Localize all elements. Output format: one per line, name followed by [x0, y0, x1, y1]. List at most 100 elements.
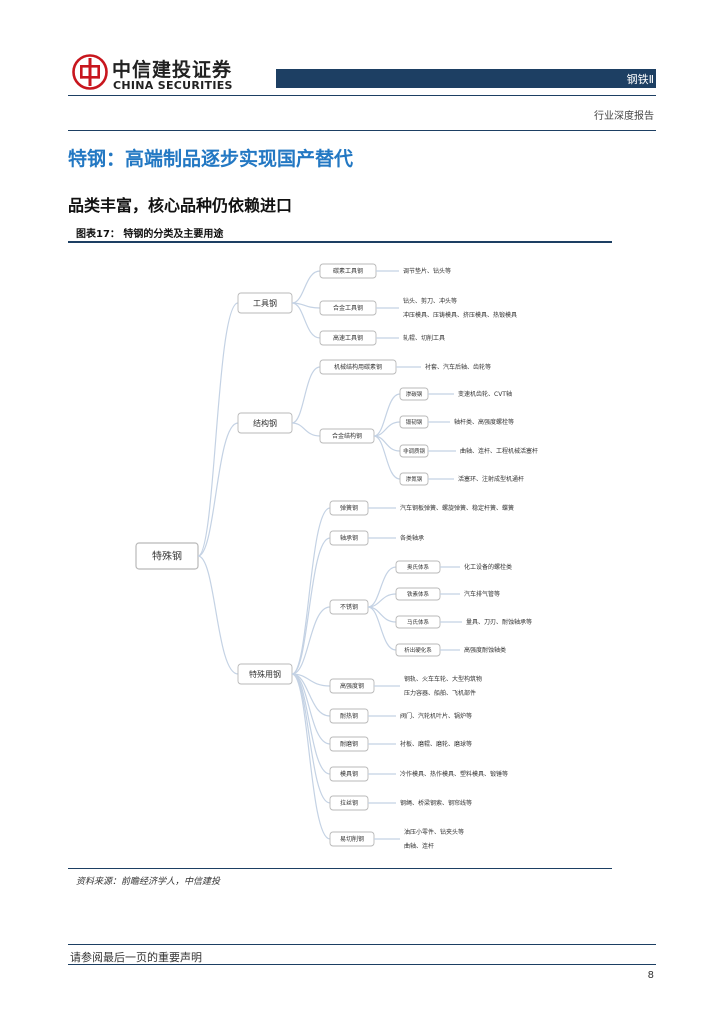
mindmap-group-node: 结构钢	[237, 412, 293, 434]
mindmap-use-text: 量具、刀刃、耐蚀轴承等	[466, 618, 532, 626]
mindmap-category-node: 机械结构用碳素钢	[319, 359, 397, 375]
mindmap-use-text: 高强度耐蚀轴类	[464, 646, 506, 654]
section-title: 特钢：高端制品逐步实现国产替代	[68, 148, 354, 170]
mindmap-use-text: 钢绳、桥梁钢索、钢帘线等	[400, 799, 472, 807]
mindmap-link	[291, 673, 331, 775]
mindmap-category-node: 高强度钢	[329, 678, 375, 694]
mindmap-subcategory-node-label: 锻韧钢	[406, 418, 423, 426]
mindmap-category-node: 模具钢	[329, 766, 369, 782]
mindmap-subcategory-node: 渗氮钢	[399, 472, 429, 486]
mindmap-use-text: 钻头、剪刀、冲头等	[403, 297, 457, 305]
footer-divider	[68, 944, 656, 945]
mindmap-category-node-label: 不锈钢	[340, 603, 358, 611]
mindmap-use-text: 阀门、汽轮机叶片、锅炉等	[400, 712, 472, 720]
mindmap-root-node: 特殊钢	[135, 542, 199, 570]
mindmap-group-node-label: 工具钢	[253, 298, 277, 308]
mindmap-subcategory-node: 奥氏体系	[395, 560, 441, 574]
mindmap-category-node: 轴承钢	[329, 530, 369, 546]
mindmap-use-text: 各类轴承	[400, 534, 424, 542]
mindmap-group-node-label: 特殊用钢	[249, 669, 281, 679]
mindmap-use-text: 衬套、汽车后轴、齿轮等	[425, 363, 491, 371]
mindmap-link	[291, 422, 321, 437]
mindmap-use-text: 调节垫片、钻头等	[403, 267, 451, 275]
mindmap-use-text: 衬板、磨辊、磨轮、磨球等	[400, 740, 472, 748]
mindmap-link	[373, 435, 401, 480]
mindmap-use-text: 轧辊、切削工具	[403, 334, 445, 342]
page-number: 8	[647, 970, 654, 981]
mindmap-link	[197, 302, 239, 557]
mindmap-use-text: 汽车钢板弹簧、螺旋弹簧、稳定杆簧、蝶簧	[400, 504, 514, 512]
mindmap-category-node: 弹簧钢	[329, 500, 369, 516]
mindmap-use-text: 压力容器、船舶、飞机部件	[404, 689, 476, 697]
mindmap-category-node-label: 机械结构用碳素钢	[334, 363, 382, 371]
mindmap-use-text: 汽车排气管等	[464, 590, 500, 598]
mindmap-group-node: 工具钢	[237, 292, 293, 314]
mindmap-category-node-label: 模具钢	[340, 770, 358, 778]
mindmap-link	[367, 606, 397, 651]
header-divider	[68, 95, 656, 96]
mindmap-link	[291, 270, 321, 304]
figure-caption: 图表17： 特钢的分类及主要用途	[76, 229, 224, 240]
mindmap-subcategory-node: 渗碳钢	[399, 387, 429, 401]
mindmap-link	[291, 366, 321, 424]
mindmap-use-text: 活塞环、注射成型机通杆	[458, 475, 524, 483]
page-number-divider	[68, 964, 656, 965]
header-section-name: 钢铁Ⅱ	[626, 73, 654, 86]
mindmap-category-node-label: 耐热钢	[340, 712, 358, 720]
mindmap-link	[373, 393, 401, 437]
mindmap-link	[291, 673, 331, 804]
mindmap-subcategory-node: 析出硬化系	[395, 643, 441, 657]
mindmap-subcategory-node-label: 铁素体系	[407, 590, 430, 598]
mindmap-category-node: 合金结构钢	[319, 428, 375, 444]
mindmap-use-text: 曲轴、连杆	[404, 842, 434, 850]
mindmap-subcategory-node-label: 渗碳钢	[406, 390, 423, 398]
mindmap-category-node: 耐热钢	[329, 708, 369, 724]
mindmap-link	[291, 673, 331, 840]
china-securities-logo-icon	[72, 54, 108, 90]
mindmap-category-node-label: 轴承钢	[340, 534, 358, 542]
mindmap-subcategory-node: 非调质钢	[399, 444, 429, 458]
mindmap-subcategory-node: 马氏体系	[395, 615, 441, 629]
mindmap-subcategory-node-label: 渗氮钢	[406, 475, 423, 483]
mindmap-use-text: 轴杆类、高强度螺栓等	[454, 418, 514, 426]
mindmap-link	[197, 555, 239, 675]
mindmap-use-text: 油压小零件、钻夹头等	[404, 828, 464, 836]
mindmap-use-text: 冷作模具、热作模具、塑料模具、锻锤等	[400, 770, 508, 778]
footer-disclaimer: 请参阅最后一页的重要声明	[70, 951, 202, 964]
logo-english-name: CHINA SECURITIES	[113, 79, 233, 92]
mindmap-use-text: 冲压模具、压铸模具、挤压模具、热锻模具	[403, 311, 517, 319]
mindmap-use-text: 化工设备的螺栓类	[464, 563, 512, 571]
mindmap-category-node: 不锈钢	[329, 599, 369, 615]
figure-top-rule	[68, 241, 612, 243]
header-bar	[276, 69, 656, 88]
mindmap-category-node: 易切削钢	[329, 831, 375, 847]
mindmap-link	[367, 593, 397, 608]
mindmap-link	[291, 302, 321, 309]
mindmap-link	[291, 507, 331, 675]
mindmap-subcategory-node-label: 非调质钢	[403, 447, 426, 455]
mindmap-link	[291, 302, 321, 339]
mindmap-category-node: 拉丝钢	[329, 795, 369, 811]
mindmap-category-node: 碳素工具钢	[319, 263, 377, 279]
mindmap-link	[367, 566, 397, 608]
report-type-label: 行业深度报告	[594, 111, 654, 122]
mindmap-category-node-label: 合金工具钢	[333, 304, 363, 312]
figure-source-note: 资料来源：前瞻经济学人，中信建投	[76, 877, 221, 887]
mindmap-root-node-label: 特殊钢	[152, 550, 182, 563]
mindmap-link	[291, 537, 331, 675]
mindmap-group-node: 特殊用钢	[237, 663, 293, 685]
logo-chinese-name: 中信建投证券	[112, 59, 233, 81]
figure-bottom-rule	[68, 868, 612, 869]
mindmap-category-node: 高速工具钢	[319, 330, 377, 346]
mindmap-category-node-label: 耐磨钢	[340, 740, 358, 748]
mindmap-category-node: 耐磨钢	[329, 736, 369, 752]
mindmap-category-node-label: 拉丝钢	[340, 799, 358, 807]
report-type-divider	[68, 130, 656, 131]
mindmap-subcategory-node: 铁素体系	[395, 587, 441, 601]
mindmap-subcategory-node-label: 马氏体系	[407, 618, 430, 626]
mindmap-category-node-label: 弹簧钢	[340, 504, 358, 512]
mindmap-group-node-label: 结构钢	[253, 418, 277, 428]
mindmap-link	[197, 422, 239, 557]
mindmap-use-text: 钢轨、火车车轮、大型构筑物	[404, 675, 482, 683]
